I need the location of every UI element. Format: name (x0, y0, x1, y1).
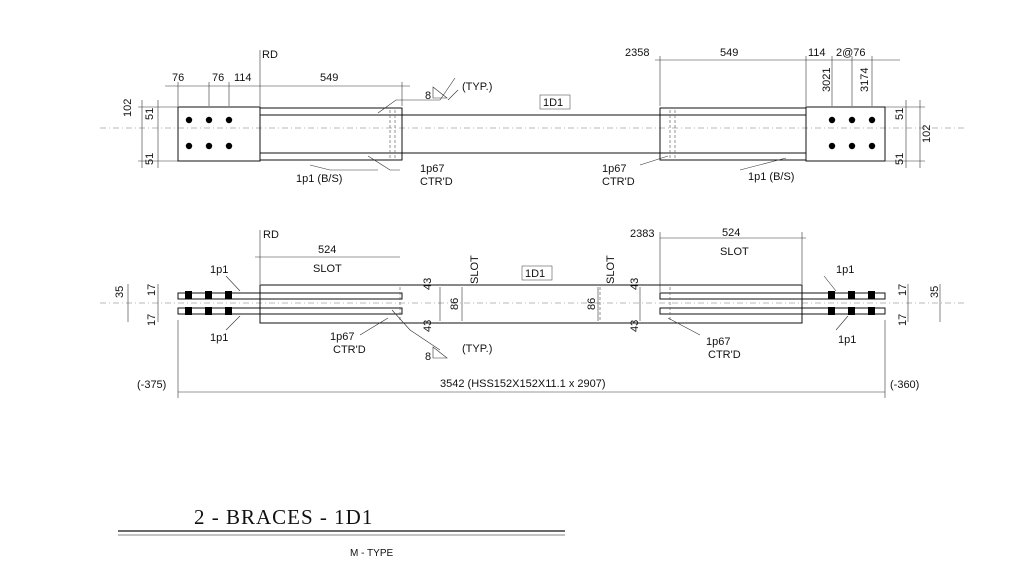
overall-dimension: 3542 (HSS152X152X11.1 x 2907) (440, 378, 606, 390)
bottom-right-plate-top (659, 292, 886, 300)
bottom-dim-43-rt: 43 (629, 278, 641, 290)
bottom-dim-17-rb: 17 (897, 314, 909, 326)
bottom-dim-17-lb: 17 (146, 314, 158, 326)
bottom-right-ctrd: CTR'D (708, 349, 741, 361)
bottom-left-ctrd: CTR'D (333, 344, 366, 356)
top-right-gusset (659, 107, 807, 161)
top-right-ctrd-label: CTR'D (602, 176, 635, 188)
bottom-plate-br: 1p1 (838, 334, 856, 346)
bottom-slot-left: SLOT (313, 263, 342, 275)
overall-right-offset: (-360) (890, 379, 919, 391)
bottom-dim-43-lb: 43 (422, 320, 434, 332)
top-dim-114-right: 114 (808, 47, 826, 59)
fillet-weld-icon-bottom (432, 346, 448, 359)
bottom-dim-17-lt: 17 (146, 284, 158, 296)
top-dim-549-left: 549 (320, 72, 338, 84)
bottom-dim-86-l: 86 (449, 298, 461, 310)
top-dim-51-left-top: 51 (144, 108, 156, 120)
bottom-slot-v-left: SLOT (469, 255, 481, 284)
top-left-gusset (259, 107, 403, 161)
bottom-plate-tr: 1p1 (836, 264, 854, 276)
top-right-end-plate (805, 106, 886, 162)
top-left-bolt-group (185, 116, 233, 150)
bottom-dim-43-lt: 43 (422, 278, 434, 290)
bottom-dim-2383: 2383 (630, 228, 654, 240)
bottom-dim-86-r: 86 (586, 298, 598, 310)
bottom-dim-524-right: 524 (722, 227, 740, 239)
top-weld-typ: (TYP.) (462, 81, 492, 93)
top-dim-3174: 3174 (859, 68, 871, 92)
top-hss-tube (259, 114, 807, 154)
bottom-left-bolt-group (185, 291, 232, 315)
top-dim-549-right: 549 (720, 47, 738, 59)
top-dim-51-right-bot: 51 (894, 153, 906, 165)
bottom-right-p67: 1p67 (706, 336, 730, 348)
bottom-dim-35-left: 35 (114, 286, 126, 298)
bottom-view: RD 524 SLOT 2383 524 SLOT SLOT SLOT 1D1 … (100, 227, 965, 398)
bottom-left-plate-bot (177, 307, 403, 315)
top-dim-102-left: 102 (122, 99, 134, 117)
top-piece-mark: 1D1 (543, 97, 563, 109)
top-dim-3021: 3021 (821, 68, 833, 92)
bottom-piece-mark: 1D1 (525, 268, 545, 280)
bottom-weld-size: 8 (425, 351, 431, 363)
top-dim-114: 114 (234, 72, 252, 84)
bottom-dim-35-right: 35 (929, 286, 941, 298)
top-dim-51-left-bot: 51 (144, 153, 156, 165)
bottom-slot-right: SLOT (720, 246, 749, 258)
top-rd-label: RD (262, 49, 278, 61)
bottom-left-plate-top (177, 292, 403, 300)
top-right-plate-label: 1p1 (B/S) (748, 171, 794, 183)
top-view: RD 76 76 114 549 2358 549 114 2@76 3021 … (100, 47, 965, 188)
bottom-dim-43-rb: 43 (629, 320, 641, 332)
bottom-right-bolt-group (828, 291, 875, 315)
top-left-end-plate (177, 106, 261, 162)
top-dim-2at76: 2@76 (836, 47, 866, 59)
bottom-left-p67: 1p67 (330, 331, 354, 343)
bottom-dim-524-left: 524 (318, 244, 336, 256)
drawing-title: 2 - BRACES - 1D1 (194, 505, 373, 529)
top-right-p67-label: 1p67 (602, 163, 626, 175)
bottom-dim-17-rt: 17 (897, 284, 909, 296)
bottom-weld-typ: (TYP.) (462, 343, 492, 355)
bottom-plate-bl: 1p1 (210, 332, 228, 344)
top-left-plate-label: 1p1 (B/S) (296, 173, 342, 185)
bottom-slot-v-right: SLOT (605, 255, 617, 284)
bottom-right-plate-bot (659, 307, 886, 315)
drawing-subtitle: M - TYPE (350, 548, 393, 559)
top-dim-102-right: 102 (921, 125, 933, 143)
bottom-plate-tl: 1p1 (210, 264, 228, 276)
fillet-weld-icon (432, 86, 448, 99)
overall-left-offset: (-375) (137, 379, 166, 391)
top-dim-76a: 76 (172, 72, 184, 84)
top-weld-size: 8 (425, 90, 431, 102)
title-block: 2 - BRACES - 1D1 M - TYPE (118, 505, 565, 559)
top-dim-2358: 2358 (625, 47, 649, 59)
top-left-p67-label: 1p67 (420, 163, 444, 175)
bottom-hss-tube (259, 284, 803, 324)
bottom-rd-label: RD (263, 229, 279, 241)
top-dim-76b: 76 (212, 72, 224, 84)
top-right-bolt-group (828, 116, 876, 150)
top-left-ctrd-label: CTR'D (420, 176, 453, 188)
top-dim-51-right-top: 51 (894, 108, 906, 120)
